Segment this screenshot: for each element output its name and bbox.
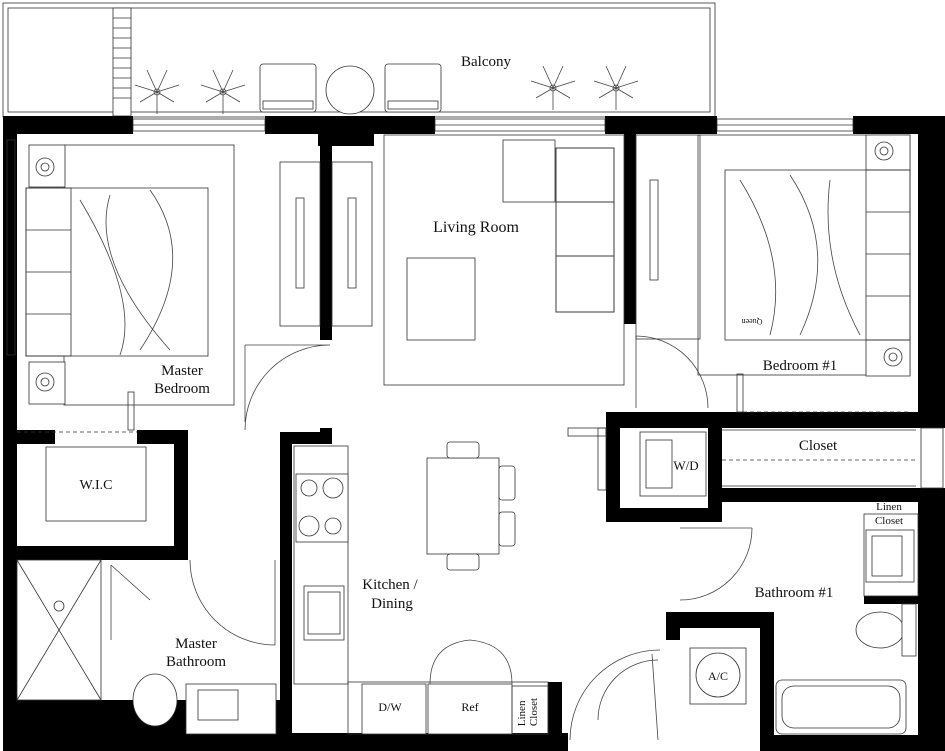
room-label-bathroom1: Bathroom #1 xyxy=(755,585,834,601)
bed-size-tag: Queen xyxy=(742,317,763,326)
room-label-master-bedroom-1: Master xyxy=(161,363,203,379)
plant-icon xyxy=(530,65,576,110)
room-label-kitchen-1: Kitchen / xyxy=(362,577,418,593)
shower xyxy=(16,559,102,701)
room-label-closet: Closet xyxy=(799,438,838,454)
bedroom-1: Queen Bedroom #1 xyxy=(635,134,911,413)
room-label-master-bedroom-2: Bedroom xyxy=(154,381,210,397)
balcony-chair xyxy=(259,63,317,113)
sofa xyxy=(555,147,615,313)
balcony-ladder xyxy=(112,7,132,117)
label-kitchen-linen: Linen Closet xyxy=(516,698,540,726)
master-bathroom: Master Bathroom xyxy=(16,559,277,735)
bathtub xyxy=(775,679,907,735)
rug xyxy=(383,134,625,386)
nightstand xyxy=(28,144,66,188)
room-label-master-bath-2: Bathroom xyxy=(166,654,226,670)
bath-sink xyxy=(865,529,915,583)
balcony-area: Balcony xyxy=(2,2,716,118)
washer-dryer: W/D xyxy=(567,427,707,497)
vanity xyxy=(185,683,277,735)
room-label-master-bath-1: Master xyxy=(175,636,217,652)
room-label-bedroom1: Bedroom #1 xyxy=(763,358,838,374)
label-linen-closet-1: Linen xyxy=(876,501,902,513)
coffee-table xyxy=(406,257,476,341)
toilet xyxy=(855,611,905,649)
refrigerator xyxy=(427,683,513,735)
plant-icon xyxy=(593,65,639,110)
kitchen-dining: D/W Ref Linen Closet Kitchen / Dining xyxy=(293,441,549,735)
room-label-wd: W/D xyxy=(673,458,698,473)
room-label-balcony: Balcony xyxy=(461,54,511,70)
walk-in-closet: W.I.C xyxy=(17,391,147,522)
label-ac: A/C xyxy=(708,669,728,683)
label-linen-closet-2: Closet xyxy=(875,515,903,527)
room-label-living-room: Living Room xyxy=(433,219,519,236)
stove xyxy=(295,473,349,543)
balcony-table xyxy=(325,65,375,115)
nightstand xyxy=(28,361,66,405)
balcony-chair xyxy=(384,63,442,113)
label-ref: Ref xyxy=(461,700,478,714)
dishwasher xyxy=(361,683,427,735)
wardrobe xyxy=(635,134,701,340)
counter xyxy=(293,445,349,685)
room-label-wic: W.I.C xyxy=(80,478,113,493)
master-bedroom: Master Bedroom xyxy=(25,144,373,431)
ac-closet: A/C xyxy=(569,647,747,741)
dining-table xyxy=(426,457,500,555)
bathroom-1: Linen Closet Bathroom #1 xyxy=(679,501,919,735)
label-dw: D/W xyxy=(378,700,402,714)
windows xyxy=(6,118,944,489)
room-label-kitchen-2: Dining xyxy=(371,596,413,612)
toilet xyxy=(132,673,178,727)
wardrobe xyxy=(279,161,321,327)
door-swing xyxy=(244,344,331,431)
plant-icon xyxy=(134,69,180,114)
ottoman xyxy=(502,139,556,203)
linen-closet xyxy=(863,513,919,597)
closet: Closet xyxy=(722,429,916,487)
living-room: Living Room xyxy=(383,134,709,409)
plant-icon xyxy=(200,69,246,114)
sink xyxy=(303,585,345,641)
